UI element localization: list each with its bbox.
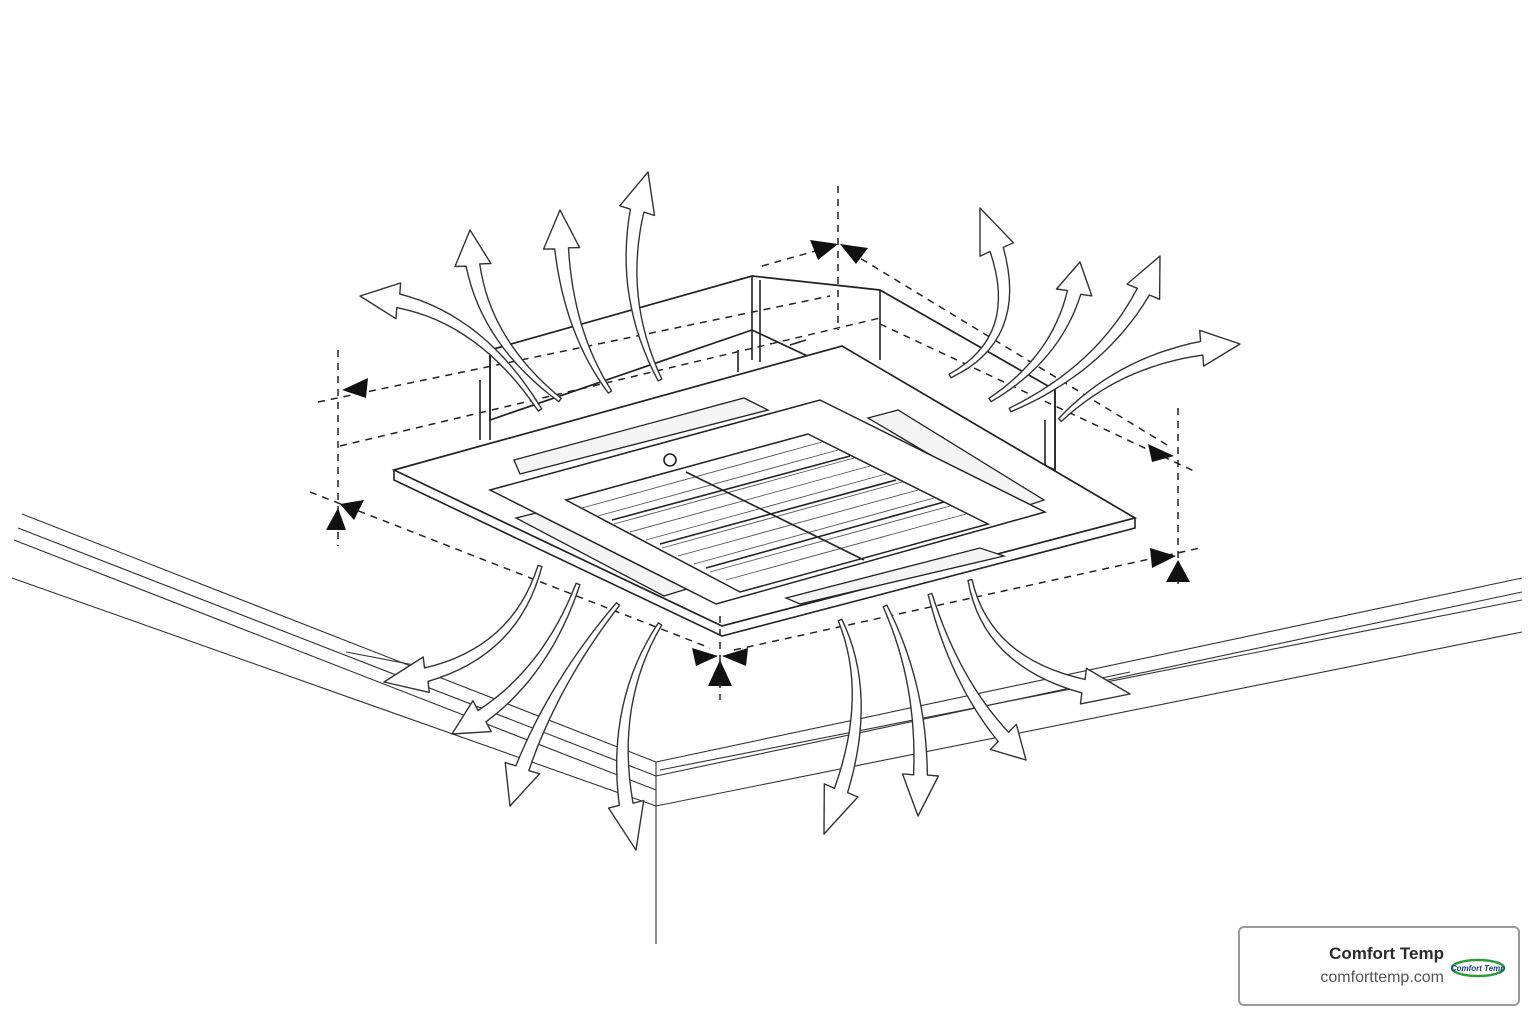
airflow-arrow bbox=[542, 209, 613, 394]
airflow-arrow bbox=[988, 261, 1093, 403]
airflow-arrow bbox=[967, 578, 1131, 705]
airflow-arrow bbox=[882, 604, 940, 817]
airflow-arrow bbox=[607, 622, 663, 851]
grille-fins bbox=[581, 441, 967, 581]
dim-arrowhead bbox=[326, 508, 346, 530]
airflow-arrow bbox=[823, 618, 862, 835]
airflow-arrow bbox=[927, 592, 1027, 761]
airflow-arrow bbox=[948, 207, 1015, 379]
dim-arrowhead bbox=[810, 240, 838, 260]
brand-logo-icon: Comfort Temp bbox=[1450, 958, 1505, 978]
airflow-arrow bbox=[1057, 329, 1241, 423]
brand-badge[interactable]: Comfort Temp comforttemp.com Comfort Tem… bbox=[1238, 926, 1520, 1006]
dim-arrowhead bbox=[708, 660, 732, 686]
airflow-arrow bbox=[619, 171, 663, 382]
dim-arrowhead bbox=[1150, 548, 1176, 568]
airflow-arrow bbox=[359, 282, 543, 412]
airflow-arrows bbox=[359, 171, 1241, 851]
sensor-dot bbox=[663, 453, 677, 467]
airflow-arrow bbox=[454, 229, 562, 403]
dim-arrowhead bbox=[840, 244, 868, 264]
louver-slot-top-left bbox=[513, 397, 770, 475]
airflow-arrow bbox=[1008, 255, 1161, 413]
louver-slot-bottom-right bbox=[783, 547, 1007, 605]
cassette-panel bbox=[391, 345, 1138, 637]
brand-logo-text: Comfort Temp bbox=[1451, 964, 1505, 973]
brand-url[interactable]: comforttemp.com bbox=[1320, 969, 1444, 986]
dim-arrowhead bbox=[342, 378, 368, 398]
airflow-arrow bbox=[504, 602, 621, 807]
dim-arrowhead bbox=[692, 648, 718, 666]
dim-arrowhead bbox=[1148, 444, 1174, 462]
unit-body bbox=[479, 275, 1056, 480]
dim-arrowhead bbox=[722, 648, 748, 666]
dim-arrowhead bbox=[340, 500, 364, 520]
brand-name: Comfort Temp bbox=[1329, 944, 1444, 963]
airflow-arrow bbox=[451, 582, 581, 735]
dim-arrowhead bbox=[1166, 560, 1190, 582]
airflow-arrow bbox=[383, 564, 543, 694]
